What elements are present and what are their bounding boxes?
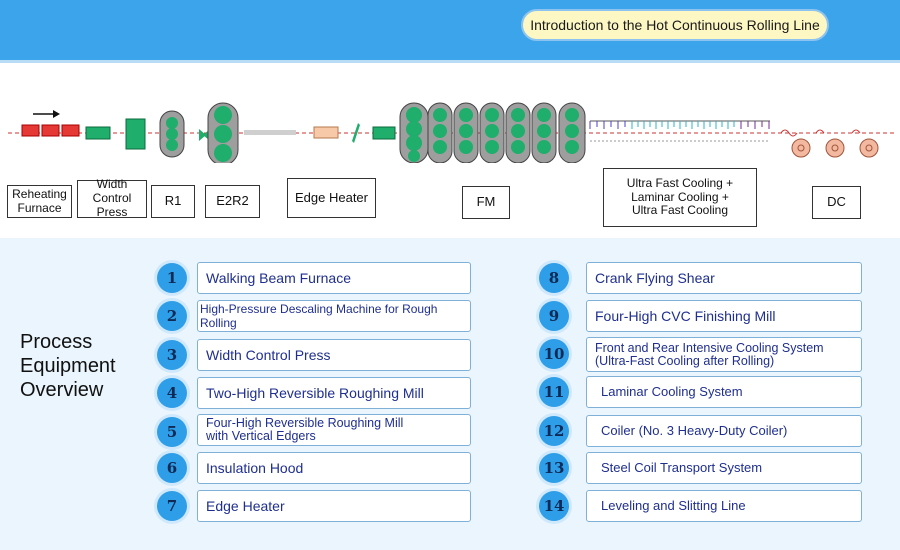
equipment-item-edge-heater: Edge Heater xyxy=(197,490,471,522)
equipment-item-descaling-machine: High-Pressure Descaling Machine for Roug… xyxy=(197,300,471,332)
equipment-item-laminar-cooling: Laminar Cooling System xyxy=(586,376,862,408)
r1-mill-icon xyxy=(159,110,185,158)
stage-label-fm: FM xyxy=(462,186,510,219)
press-icon xyxy=(85,126,111,140)
equipment-item-cvc-finishing-mill: Four-High CVC Finishing Mill xyxy=(586,300,862,332)
coilers-icon xyxy=(780,129,879,158)
equipment-item-width-control-press: Width Control Press xyxy=(197,339,471,371)
equipment-item-crank-flying-shear: Crank Flying Shear xyxy=(586,262,862,294)
rolling-line-schematic xyxy=(8,102,895,163)
cooling-section-icon xyxy=(589,120,770,142)
item-badge: 2 xyxy=(157,301,187,331)
item-badge: 1 xyxy=(157,263,187,293)
edge-heater-icon xyxy=(313,126,339,139)
flying-shear-icon xyxy=(352,123,360,143)
item-badge: 7 xyxy=(157,491,187,521)
equipment-item-intensive-cooling: Front and Rear Intensive Cooling System … xyxy=(586,337,862,372)
equipment-item-two-high-roughing-mill: Two-High Reversible Roughing Mill xyxy=(197,377,471,409)
equipment-item-walking-beam-furnace: Walking Beam Furnace xyxy=(197,262,471,294)
item-badge: 9 xyxy=(539,301,569,331)
item-badge: 8 xyxy=(539,263,569,293)
overview-title: Process Equipment Overview xyxy=(20,331,116,401)
stage-label-e2r2: E2R2 xyxy=(205,185,260,218)
descaler-icon xyxy=(372,126,396,140)
item-badge: 5 xyxy=(157,417,187,447)
insulation-hood-icon xyxy=(244,130,296,135)
furnace-icon xyxy=(21,124,80,137)
item-badge: 4 xyxy=(157,378,187,408)
equipment-item-four-high-roughing-mill: Four-High Reversible Roughing Mill with … xyxy=(197,414,471,446)
header-divider xyxy=(0,60,900,63)
fm-stands-icon xyxy=(399,102,586,163)
page-title: Introduction to the Hot Continuous Rolli… xyxy=(521,9,829,41)
equipment-item-leveling-slitting: Leveling and Slitting Line xyxy=(586,490,862,522)
direction-arrow-icon xyxy=(33,110,60,118)
item-badge: 10 xyxy=(539,339,569,369)
stage-label-width-control-press: Width Control Press xyxy=(77,177,147,219)
item-badge: 6 xyxy=(157,453,187,483)
equipment-item-coiler: Coiler (No. 3 Heavy-Duty Coiler) xyxy=(586,415,862,447)
stage-label-edge-heater: Edge Heater xyxy=(287,178,376,218)
equipment-item-coil-transport: Steel Coil Transport System xyxy=(586,452,862,484)
item-badge: 14 xyxy=(539,491,569,521)
stage-label-reheating-furnace: Reheating Furnace xyxy=(7,185,72,218)
equipment-item-insulation-hood: Insulation Hood xyxy=(197,452,471,484)
e2r2-mill-icon xyxy=(207,102,239,163)
stage-label-dc: DC xyxy=(812,186,861,219)
press-block-icon xyxy=(125,118,146,150)
item-badge: 3 xyxy=(157,340,187,370)
item-badge: 11 xyxy=(539,377,569,407)
item-badge: 13 xyxy=(539,453,569,483)
stage-label-r1: R1 xyxy=(151,185,195,218)
item-badge: 12 xyxy=(539,416,569,446)
stage-label-cooling: Ultra Fast Cooling + Laminar Cooling + U… xyxy=(603,168,757,227)
